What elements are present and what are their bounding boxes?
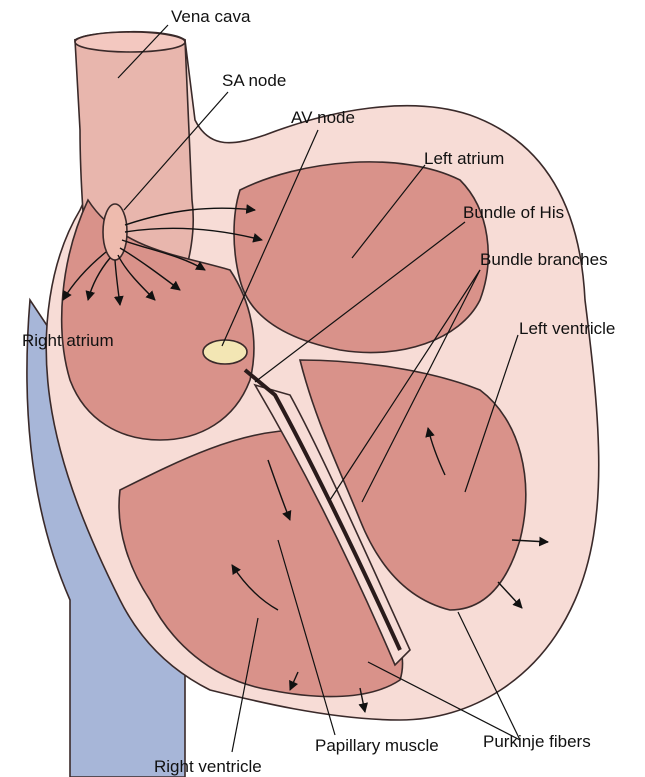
label-av-node: AV node xyxy=(291,108,355,127)
label-right-ventricle: Right ventricle xyxy=(154,757,262,776)
av-node xyxy=(203,340,247,364)
label-left-ventricle: Left ventricle xyxy=(519,319,615,338)
sa-node xyxy=(103,204,127,260)
label-left-atrium: Left atrium xyxy=(424,149,504,168)
label-purkinje-fibers: Purkinje fibers xyxy=(483,732,591,751)
label-sa-node: SA node xyxy=(222,71,286,90)
label-papillary-muscle: Papillary muscle xyxy=(315,736,439,755)
label-bundle-branches: Bundle branches xyxy=(480,250,608,269)
label-right-atrium: Right atrium xyxy=(22,331,114,350)
left-atrium-chamber xyxy=(234,162,488,353)
label-vena-cava: Vena cava xyxy=(171,7,251,26)
label-bundle-of-his: Bundle of His xyxy=(463,203,564,222)
